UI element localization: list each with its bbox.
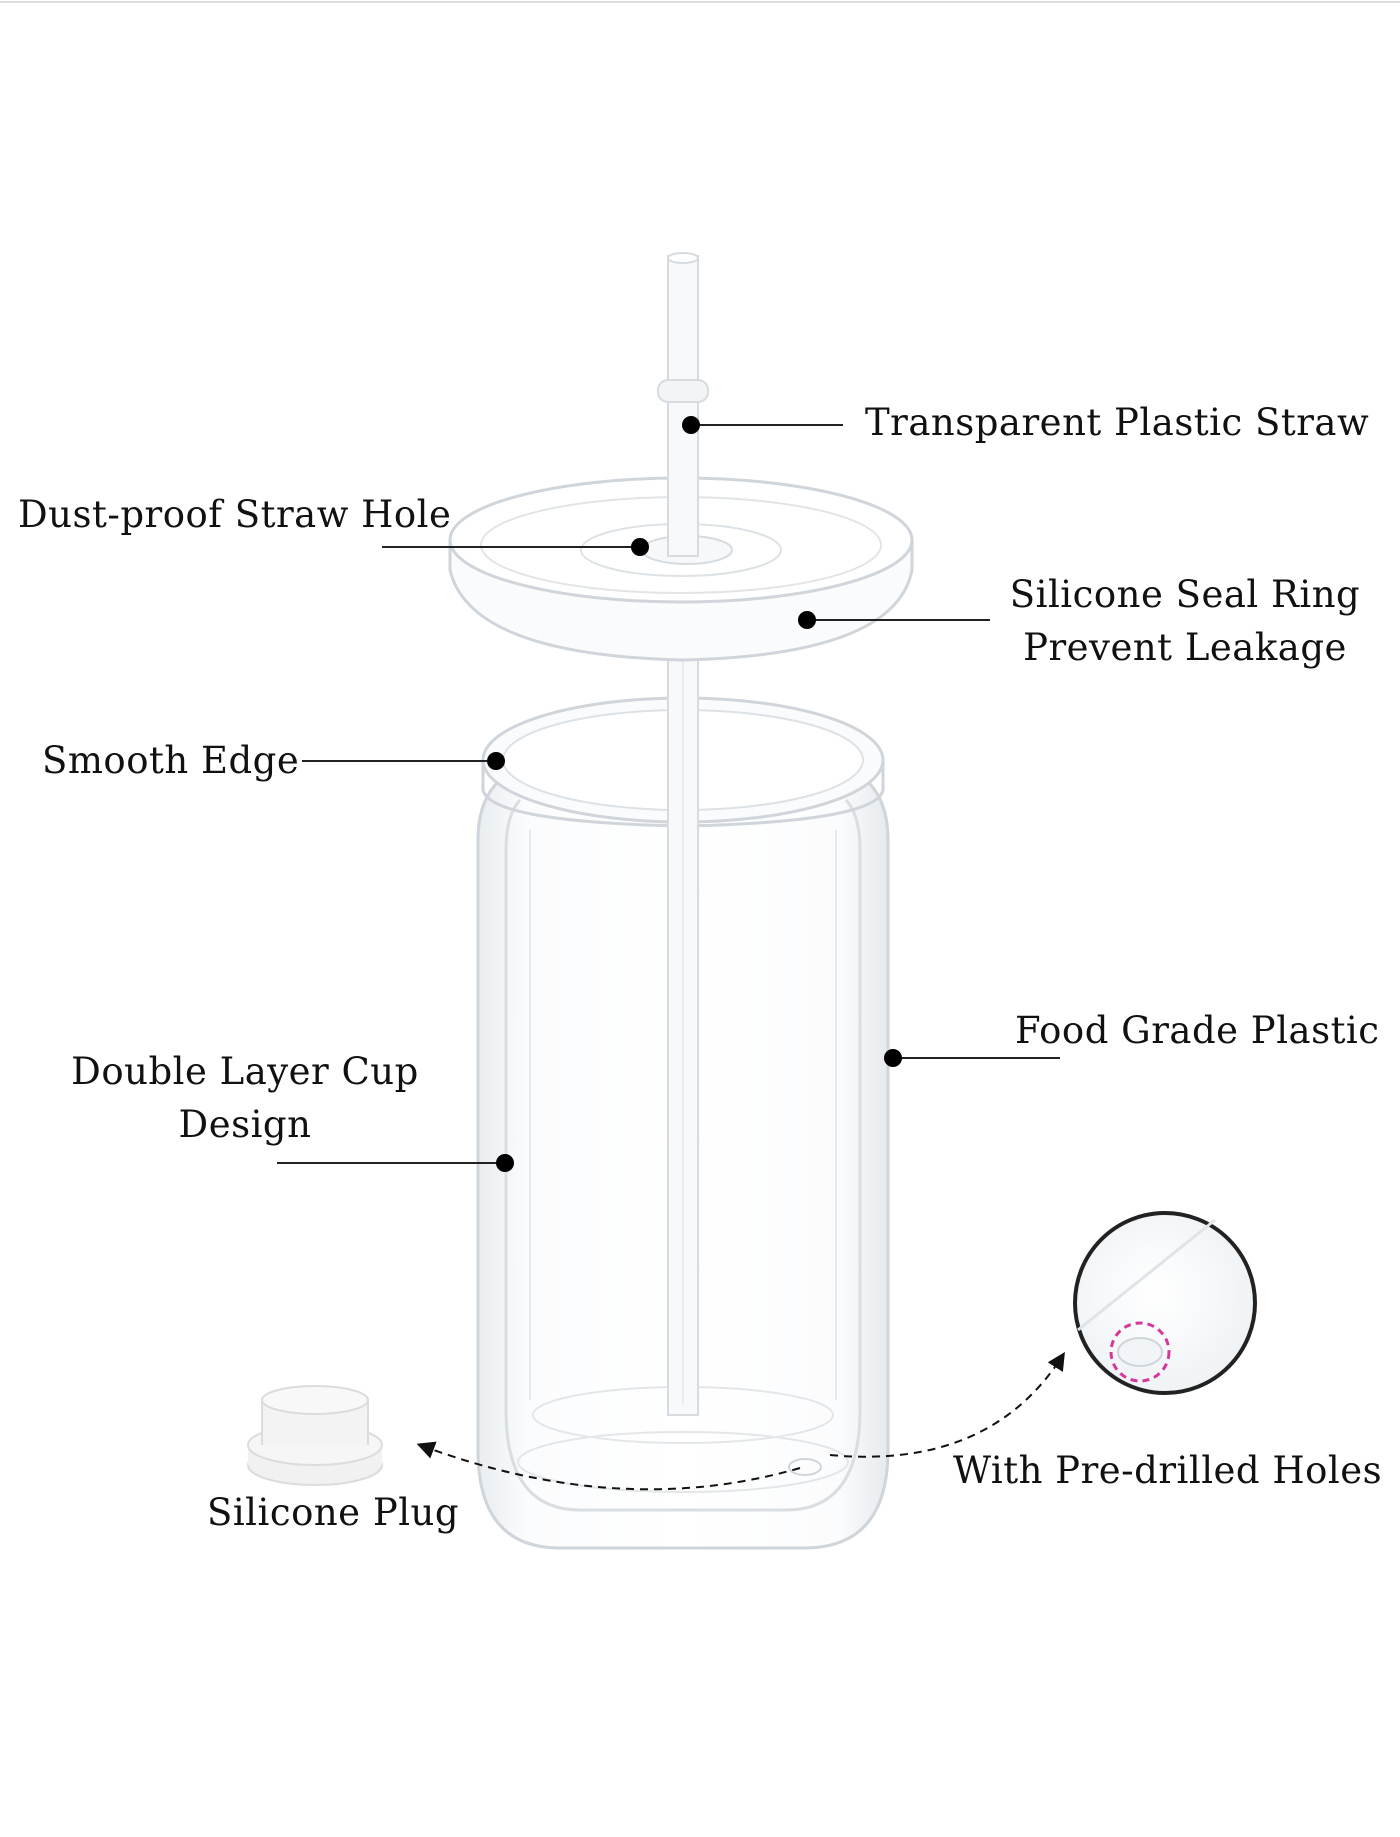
straw-top <box>657 252 709 557</box>
label-silicone-seal-ring: Silicone Seal Ring <box>1009 573 1361 616</box>
label-dust-proof-straw-hole: Dust-proof Straw Hole <box>18 493 452 536</box>
label-smooth-edge: Smooth Edge <box>42 739 300 782</box>
lid <box>448 476 914 662</box>
dashed-arrows <box>416 1351 1065 1491</box>
label-food-grade-plastic: Food Grade Plastic <box>1015 1009 1380 1052</box>
leader-lines <box>277 416 1060 1172</box>
label-silicone-plug: Silicone Plug <box>207 1491 460 1534</box>
label-pre-drilled-holes: With Pre-drilled Holes <box>953 1449 1383 1492</box>
label-design: Design <box>178 1103 312 1146</box>
hole-zoom-circle <box>1073 1211 1257 1395</box>
label-transparent-plastic-straw: Transparent Plastic Straw <box>865 401 1370 444</box>
silicone-plug <box>247 1385 383 1486</box>
label-double-layer-cup: Double Layer Cup <box>71 1050 419 1093</box>
label-prevent-leakage: Prevent Leakage <box>1023 626 1347 669</box>
straw <box>667 649 699 1416</box>
